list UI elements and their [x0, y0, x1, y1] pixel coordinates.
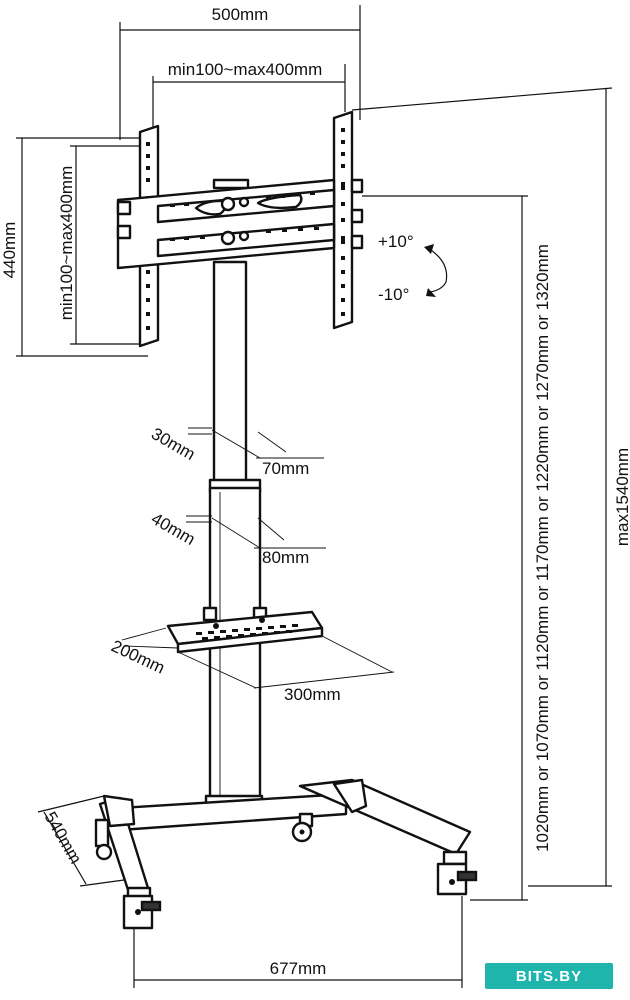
label-shelf-depth: 200mm: [108, 636, 167, 677]
caster-right: [436, 850, 478, 896]
dimension-height-total: 440mm: [0, 137, 148, 357]
dimension-width-vesa: min100~max400mm: [152, 60, 346, 132]
caster-back: [291, 812, 314, 843]
label-base-depth: 540mm: [41, 809, 86, 868]
dimension-height-options: 1020mm or 1070mm or 1120mm or 1170mm or …: [362, 195, 552, 901]
label-height-vesa: min100~max400mm: [57, 166, 76, 321]
dimension-height-vesa: min100~max400mm: [57, 145, 146, 345]
caster-front-left: [94, 818, 113, 861]
label-shelf-width: 300mm: [284, 685, 341, 704]
label-width-total: 500mm: [212, 5, 269, 24]
label-pole-large-a: 40mm: [148, 509, 198, 549]
label-pole-small-b: 70mm: [262, 459, 309, 478]
watermark-logo: BITS.BY: [485, 963, 613, 989]
dimension-height-max: max1540mm: [351, 87, 630, 887]
bracket-right-arm: [332, 110, 364, 330]
label-base-width: 677mm: [270, 959, 327, 978]
label-height-total: 440mm: [0, 222, 19, 279]
dimension-width-total: 500mm: [119, 5, 361, 140]
caster-left: [122, 886, 162, 930]
watermark-text: BITS.BY: [515, 967, 583, 985]
label-height-max: max1540mm: [613, 448, 630, 546]
base: [94, 778, 478, 930]
label-tilt-up: +10°: [378, 232, 414, 251]
label-pole-small-a: 30mm: [148, 424, 198, 464]
bracket-plate: [116, 178, 336, 270]
label-tilt-down: -10°: [378, 285, 409, 304]
pole: [208, 260, 262, 808]
label-width-vesa: min100~max400mm: [168, 60, 323, 79]
dimension-base-width: 677mm: [133, 896, 463, 988]
label-pole-large-b: 80mm: [262, 548, 309, 567]
tilt-indicator: +10° -10°: [378, 232, 448, 304]
label-height-options: 1020mm or 1070mm or 1120mm or 1170mm or …: [533, 244, 552, 852]
